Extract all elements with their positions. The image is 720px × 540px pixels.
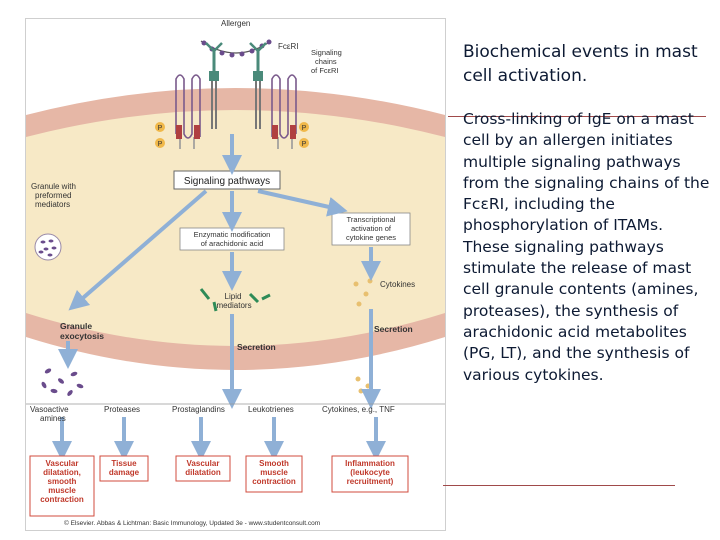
cytokines-tnf-label: Cytokines, e.g., TNF xyxy=(322,405,395,414)
phospho-label: P xyxy=(302,141,307,148)
signaling-pathways-label: Signaling pathways xyxy=(184,176,270,187)
effect-boxes xyxy=(29,455,409,517)
cytokines-label: Cytokines xyxy=(380,280,415,289)
secretion-mid-label: Secretion xyxy=(237,342,276,352)
granule-label-1: Granule with xyxy=(31,182,76,191)
effect-inflammation-3: recruitment) xyxy=(347,477,394,486)
signaling-chains-label-3: of FcεRI xyxy=(311,66,339,75)
phospho-label: P xyxy=(158,141,163,148)
transcriptional-label-2: activation of xyxy=(351,224,392,233)
mast-cell-diagram: P P P P Allergen FcεRI Signaling chains … xyxy=(26,19,445,527)
pathway-arrows xyxy=(52,134,386,461)
released-granules xyxy=(41,368,84,396)
phospho-label: P xyxy=(158,125,163,132)
lower-membrane xyxy=(26,313,445,370)
lipid-icons xyxy=(199,288,271,312)
transcriptional-label-3: cytokine genes xyxy=(346,233,396,242)
enzymatic-label-2: of arachidonic acid xyxy=(201,239,264,248)
itam-segments xyxy=(176,125,296,139)
granule-exocytosis-label-1: Granule xyxy=(60,321,92,331)
effect-tissue-1: Tissue xyxy=(111,459,137,468)
effect-smooth-3: contraction xyxy=(252,477,296,486)
allergen-complex xyxy=(200,39,272,129)
allergen-label: Allergen xyxy=(221,19,250,28)
vasoactive-label-1: Vasoactive xyxy=(30,405,69,414)
prostaglandins-label: Prostaglandins xyxy=(172,405,225,414)
signaling-chains-label-1: Signaling xyxy=(311,48,342,57)
effect-vascular2-2: dilatation xyxy=(185,468,221,477)
phospho-label: P xyxy=(302,125,307,132)
lipid-label-2: mediators xyxy=(216,301,251,310)
granule-label-2: preformed xyxy=(35,191,71,200)
effect-smooth-1: Smooth xyxy=(259,459,289,468)
effect-vascular2-1: Vascular xyxy=(187,459,220,468)
signaling-chains-label-2: chains xyxy=(315,57,337,66)
effect-vascular1-1: Vascular xyxy=(46,459,79,468)
effect-tissue-2: damage xyxy=(109,468,140,477)
proteases-label: Proteases xyxy=(104,405,140,414)
upper-membrane xyxy=(26,88,445,137)
diagram-figure: P P P P Allergen FcεRI Signaling chains … xyxy=(25,18,446,531)
vasoactive-label-2: amines xyxy=(40,414,66,423)
copyright-text: © Elsevier. Abbas & Lichtman: Basic Immu… xyxy=(64,519,320,527)
effect-vascular1-2: dilatation, xyxy=(43,468,81,477)
slide-title: Biochemical events in mast cell activati… xyxy=(463,42,698,86)
leukotrienes-label: Leukotrienes xyxy=(248,405,294,414)
signaling-chains xyxy=(175,74,297,149)
effect-smooth-2: muscle xyxy=(260,468,288,477)
granule-exocytosis-label-2: exocytosis xyxy=(60,331,104,341)
bottom-divider xyxy=(443,485,675,486)
lipid-label-1: Lipid xyxy=(225,292,242,301)
effect-inflammation-1: Inflammation xyxy=(345,459,395,468)
enzymatic-label-1: Enzymatic modification xyxy=(194,230,271,239)
granule-icon xyxy=(34,233,62,261)
transcriptional-label-1: Transcriptional xyxy=(347,215,396,224)
phosphate-icons: P P P P xyxy=(155,122,309,148)
effect-vascular1-3: smooth xyxy=(48,477,77,486)
effect-vascular1-4: muscle xyxy=(48,486,76,495)
granule-label-3: mediators xyxy=(35,200,70,209)
slide-body-text: Cross-linking of IgE on a mast cell by a… xyxy=(463,110,710,384)
fceri-label: FcεRI xyxy=(278,42,298,51)
secretion-right-label: Secretion xyxy=(374,324,413,334)
effect-vascular1-5: contraction xyxy=(40,495,84,504)
effect-inflammation-2: (leukocyte xyxy=(350,468,390,477)
title-divider xyxy=(448,116,706,117)
